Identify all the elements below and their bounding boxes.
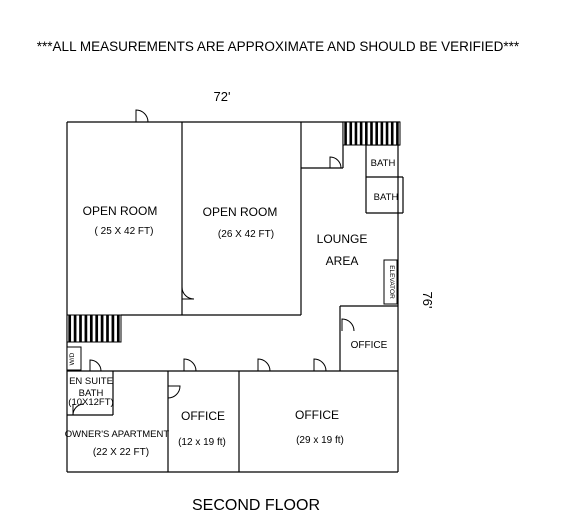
south-block-walls: [67, 370, 398, 472]
elevator-label: ELEVATOR: [388, 265, 395, 299]
door-office-small-side: [167, 385, 181, 399]
office-large-label: OFFICE: [295, 408, 339, 422]
doors: [72, 109, 355, 416]
floor-caption: SECOND FLOOR: [192, 497, 320, 514]
stair-tread: [95, 315, 99, 342]
en-suite-label-line2: BATH: [79, 388, 104, 399]
door-office-large-top: [257, 358, 271, 372]
stair-tread: [390, 122, 394, 145]
stair-tread: [354, 122, 358, 145]
door-open-room-2: [181, 286, 195, 300]
door-en-suite: [72, 403, 85, 416]
stair-tread: [396, 122, 399, 145]
en-suite-label-line1: EN SUITE: [69, 376, 113, 387]
elevator-shaft: [383, 259, 398, 305]
bath-2-label: BATH: [374, 192, 399, 203]
door-office-small-top: [183, 358, 197, 372]
owners-apartment-size: (22 X 22 FT): [93, 447, 149, 458]
northeast-stair-treads: [344, 122, 399, 145]
stair-tread: [68, 315, 72, 342]
depth-dimension: 76': [420, 292, 435, 309]
owners-apartment-label: OWNER'S APARTMENT: [65, 429, 170, 440]
office-large-size: (29 x 19 ft): [296, 435, 344, 446]
office-small-size: (12 x 19 ft): [178, 437, 226, 448]
door-apartment: [89, 359, 102, 372]
east-office-walls: [339, 305, 398, 371]
stair-tread: [375, 122, 378, 145]
stair-tread: [380, 122, 384, 145]
stair-tread: [73, 315, 77, 342]
measurement-notice: ***ALL MEASUREMENTS ARE APPROXIMATE AND …: [37, 39, 520, 54]
stair-tread: [344, 122, 347, 145]
stair-tread: [385, 122, 389, 145]
lounge-label-line1: LOUNGE: [317, 232, 368, 246]
stair-tread: [116, 315, 120, 342]
stair-tread: [89, 315, 93, 342]
door-east-office: [341, 318, 355, 332]
en-suite-label-line3: (10X12FT): [68, 397, 113, 408]
stair-tread: [106, 315, 109, 342]
wd-label: W/D: [69, 352, 76, 365]
office-small-label: OFFICE: [181, 409, 225, 423]
stair-tread: [370, 122, 373, 145]
bath-1-label: BATH: [371, 158, 396, 169]
width-dimension: 72': [214, 89, 231, 104]
stair-tread: [365, 122, 368, 145]
door-office-east-bottom: [313, 358, 327, 372]
open-rooms-walls: [121, 122, 302, 316]
stair-tread: [111, 315, 115, 342]
stair-tread: [84, 315, 88, 342]
door-stair-landing: [329, 156, 342, 169]
lounge-label-line2: AREA: [326, 254, 359, 268]
stair-tread: [359, 122, 363, 145]
stair-tread: [79, 315, 82, 342]
door-north: [135, 109, 149, 123]
washer-dryer-closet: [66, 346, 82, 371]
stair-tread: [100, 315, 104, 342]
open-room-1-label: OPEN ROOM: [83, 204, 158, 218]
open-room-2-size: (26 X 42 FT): [218, 229, 274, 240]
open-room-1-size: ( 25 X 42 FT): [95, 226, 154, 237]
outer-walls: [66, 121, 400, 473]
office-east-label: OFFICE: [351, 340, 388, 351]
west-stair-treads: [68, 315, 120, 342]
stair-tread: [349, 122, 353, 145]
open-room-2-label: OPEN ROOM: [203, 205, 278, 219]
